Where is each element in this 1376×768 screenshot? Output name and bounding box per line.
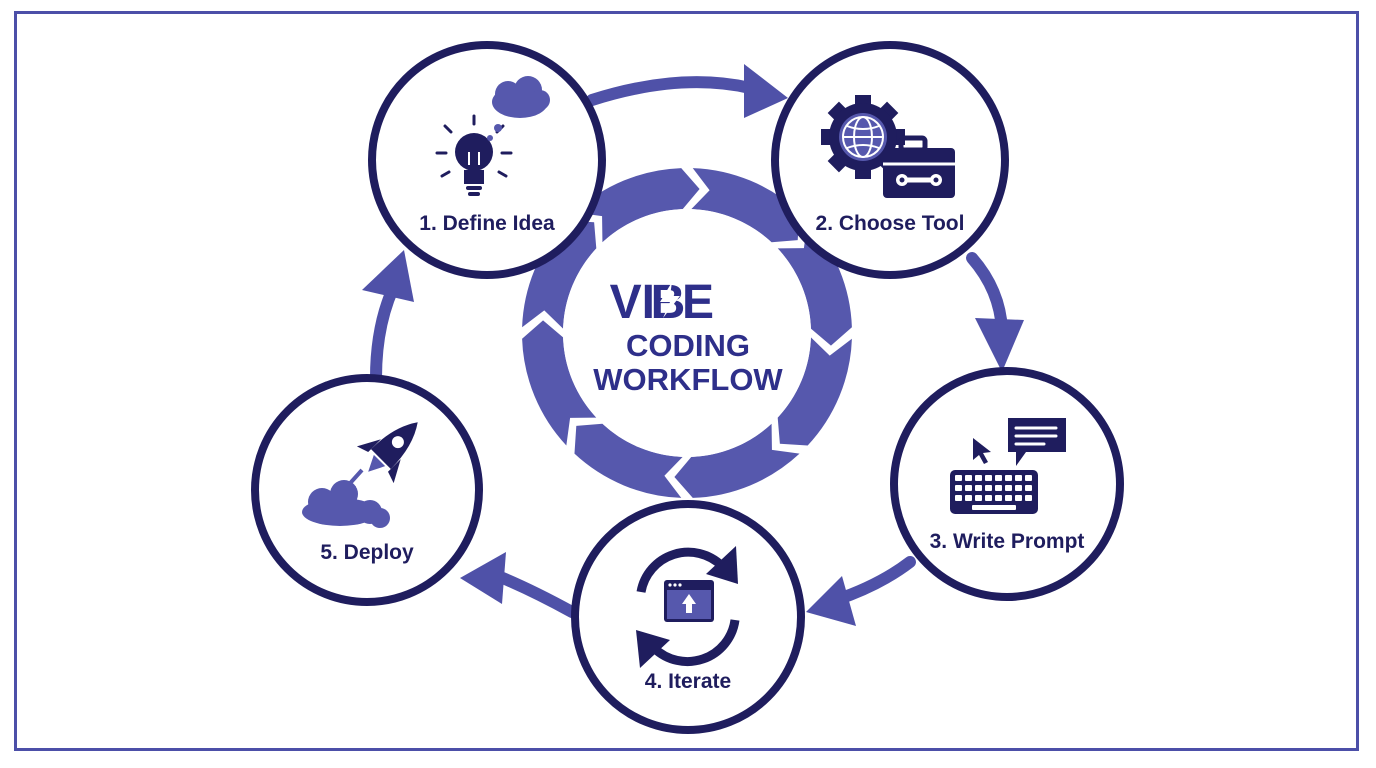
keyboard-key: [1005, 495, 1012, 501]
keyboard-key: [965, 475, 972, 481]
step-define-idea: 1. Define Idea: [368, 41, 606, 279]
keyboard-key: [985, 495, 992, 501]
keyboard-key: [1015, 495, 1022, 501]
keyboard-key: [955, 495, 962, 501]
cycle-arrowheads: [362, 64, 1024, 626]
keyboard-key: [1025, 495, 1032, 501]
keyboard-key: [975, 485, 982, 491]
keyboard-key: [1015, 475, 1022, 481]
center-title: VI B E CODING WORKFLOW: [593, 276, 783, 397]
step-write-prompt: 3. Write Prompt: [890, 367, 1124, 601]
cursor-icon: [973, 438, 991, 464]
lightning-b-icon: B: [651, 276, 686, 329]
step-4-label: 4. Iterate: [645, 670, 731, 693]
gear-tooth: [827, 101, 849, 123]
keyboard-key: [955, 485, 962, 491]
gear-icon: [821, 95, 905, 179]
ring-segment: [522, 320, 597, 446]
keyboard-key: [1005, 485, 1012, 491]
ring-segment: [777, 220, 852, 346]
step-3-label: 3. Write Prompt: [930, 530, 1085, 553]
refresh-icon: [636, 547, 740, 667]
keyboard-key: [965, 485, 972, 491]
step-choose-tool: 2. Choose Tool: [771, 41, 1009, 279]
arrowhead-1: [744, 64, 788, 118]
arrowhead-4: [460, 552, 506, 604]
border-frame: [14, 11, 1359, 751]
arrowhead-3: [806, 576, 856, 626]
lightbulb-icon: [435, 114, 513, 196]
arrowhead-2: [975, 318, 1024, 372]
arrowhead-5: [362, 250, 414, 302]
keyboard-key: [965, 495, 972, 501]
ring-segment: [574, 423, 683, 498]
ring-segment: [522, 220, 597, 329]
step-deploy: 5. Deploy: [251, 374, 483, 606]
center-disc: [563, 209, 811, 457]
title-line3: WORKFLOW: [593, 362, 783, 397]
step-2-label: 2. Choose Tool: [816, 212, 965, 235]
ring-segment: [674, 423, 800, 498]
ring-segment: [574, 168, 700, 243]
thought-cloud-icon: [487, 76, 550, 141]
refresh-arrowheads: [636, 546, 738, 668]
step-iterate: 4. Iterate: [571, 500, 805, 734]
keyboard-key: [975, 475, 982, 481]
gear-tooth: [827, 151, 849, 173]
keyboard-key: [1025, 475, 1032, 481]
step-5-label: 5. Deploy: [320, 541, 414, 564]
smoke-cloud-icon: [302, 480, 390, 528]
keyboard-key: [995, 485, 1002, 491]
keyboard-key: [1025, 485, 1032, 491]
toolbox-icon: [883, 135, 955, 198]
gear-tooth: [877, 101, 899, 123]
chat-bubble-icon: [1008, 418, 1066, 466]
title-e: E: [682, 276, 714, 329]
spacebar-key: [972, 505, 1016, 510]
keyboard-key: [1005, 475, 1012, 481]
keyboard-key: [975, 495, 982, 501]
arrow-1-to-2: [586, 76, 756, 106]
step-1-label: 1. Define Idea: [419, 212, 555, 235]
ring-segment: [691, 168, 800, 243]
title-vi: VI: [610, 276, 655, 329]
globe-icon: [842, 116, 884, 158]
center-ring: [522, 168, 852, 498]
keyboard-key: [995, 495, 1002, 501]
keyboard-icon: [950, 470, 1038, 514]
browser-window-icon: [664, 580, 714, 622]
keyboard-key: [955, 475, 962, 481]
keyboard-key: [995, 475, 1002, 481]
title-line2: CODING: [626, 328, 750, 363]
keyboard-key: [985, 475, 992, 481]
svg-text:B: B: [651, 276, 686, 329]
ring-segment: [777, 337, 852, 446]
keyboard-key: [985, 485, 992, 491]
arrow-4-to-5: [492, 570, 578, 618]
keyboard-key: [1015, 485, 1022, 491]
